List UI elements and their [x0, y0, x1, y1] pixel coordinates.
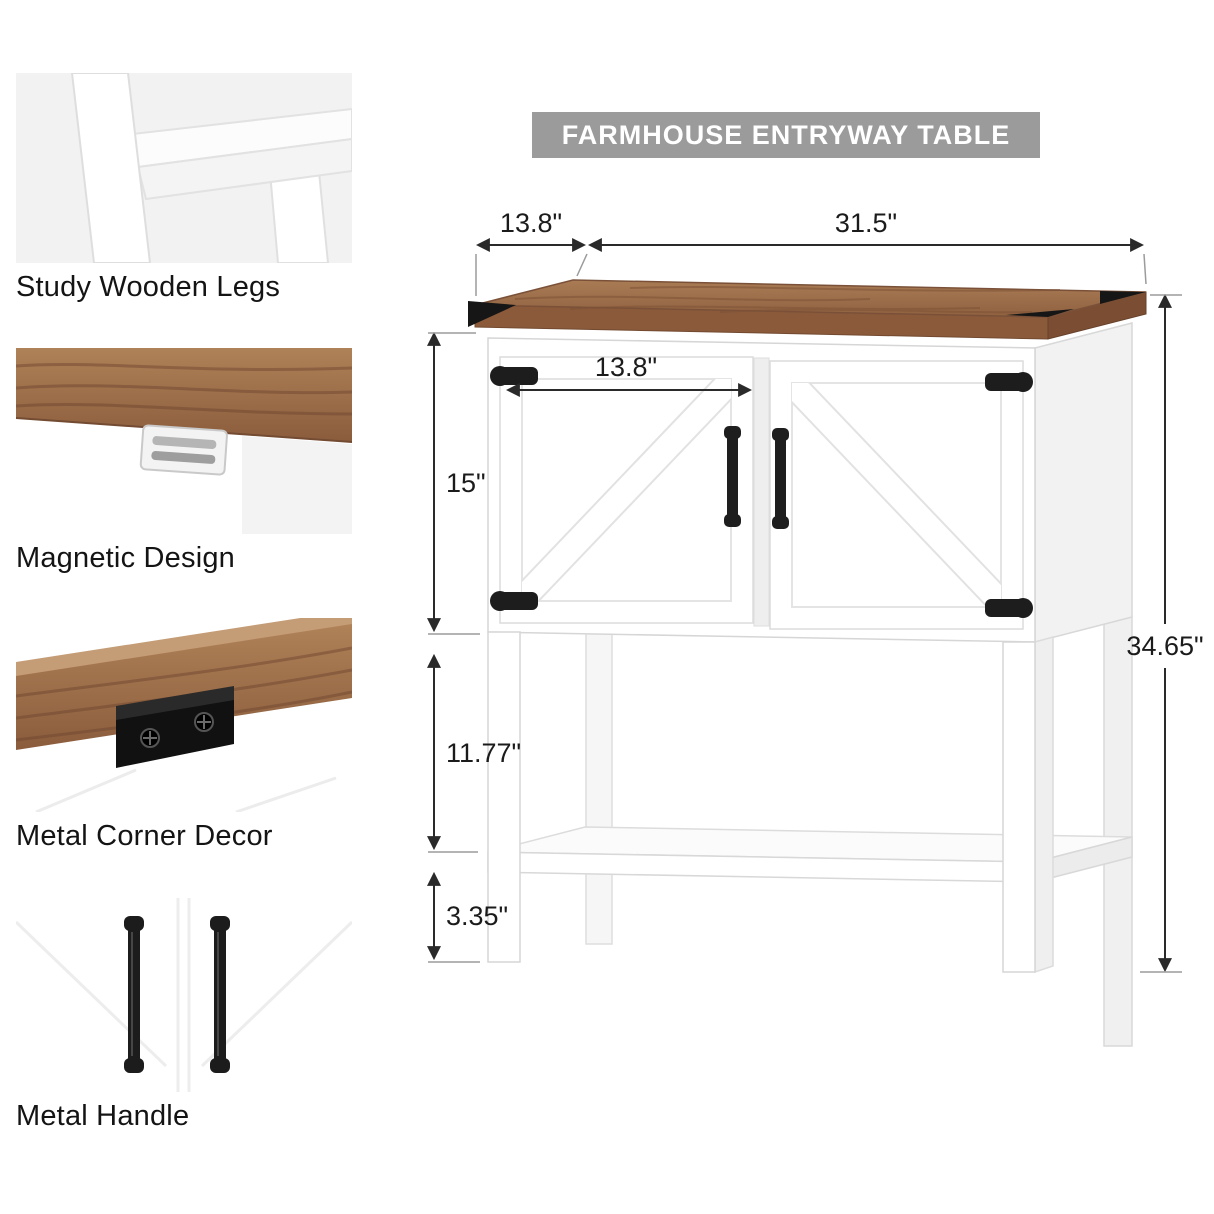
left-barn-door: [499, 356, 754, 624]
feature-label-legs: Study Wooden Legs: [16, 271, 281, 303]
dimension-lines: [427, 238, 1182, 973]
left-leg: [70, 73, 152, 263]
label-total-height: 34.65": [1126, 631, 1203, 661]
dimension-drawing: 13.8" 31.5" 13.8" 15" 11.77" 3.35" 34.65…: [420, 200, 1214, 1214]
bottom-shelf: [487, 826, 1133, 883]
wood-top-edge: [16, 348, 352, 442]
thumb-bg: [16, 898, 352, 1092]
handle-highlights: [131, 932, 219, 1056]
label-top-depth: 13.8": [500, 208, 562, 238]
extension-ticks: [428, 253, 1182, 973]
corner-cap-back-right: [1100, 291, 1146, 304]
metal-handle-image: [16, 898, 352, 1092]
feature-card-legs: Study Wooden Legs: [16, 73, 352, 304]
wood-grain: [16, 362, 352, 416]
front-legs: [487, 631, 1054, 974]
corner-cap-front-right: [1006, 309, 1074, 317]
label-shelf-height: 3.35": [446, 901, 508, 931]
wood-grain: [514, 285, 1061, 314]
back-right-leg: [1103, 615, 1133, 1047]
wood-edge: [16, 624, 352, 750]
door-trim-lines: [35, 768, 337, 812]
shelf-edge: [136, 137, 352, 201]
label-cabinet-height: 15": [446, 468, 486, 498]
console-table: [468, 279, 1147, 1047]
label-door-width: 13.8": [595, 352, 657, 382]
door-gap: [753, 357, 770, 627]
wood-tabletop: [468, 279, 1147, 340]
console-table-svg: 13.8" 31.5" 13.8" 15" 11.77" 3.35" 34.65…: [427, 208, 1204, 1047]
feature-card-handle: Metal Handle: [16, 898, 352, 1133]
feature-card-magnet: Magnetic Design: [16, 348, 352, 575]
wooden-legs-image: [16, 73, 352, 263]
product-title-banner: FARMHOUSE ENTRYWAY TABLE: [532, 112, 1040, 158]
door-hinges: [490, 366, 1033, 618]
inner-shadow: [242, 436, 352, 534]
door-gap-and-trim: [16, 898, 352, 1092]
magnetic-catch: [139, 424, 228, 476]
corner-cap-front-left: [468, 301, 516, 327]
back-left-leg: [585, 603, 613, 945]
feature-label-corner: Metal Corner Decor: [16, 820, 273, 852]
feature-label-handle: Metal Handle: [16, 1100, 190, 1132]
right-barn-door: [769, 360, 1024, 630]
left-door-handle: [724, 426, 741, 527]
product-title: FARMHOUSE ENTRYWAY TABLE: [561, 119, 1011, 150]
dimension-labels: 13.8" 31.5" 13.8" 15" 11.77" 3.35" 34.65…: [446, 208, 1204, 931]
door-handle-pair: [724, 426, 789, 529]
feature-label-magnet: Magnetic Design: [16, 542, 235, 574]
label-top-width: 31.5": [835, 208, 897, 238]
cabinet-side-panel: [1034, 322, 1133, 643]
magnetic-design-image: [16, 348, 352, 534]
right-door-handle: [772, 428, 789, 529]
label-open-space: 11.77": [446, 738, 521, 768]
corner-decor-image: [16, 618, 352, 812]
feature-card-corner: Metal Corner Decor: [16, 618, 352, 853]
corner-bracket: [116, 686, 234, 768]
